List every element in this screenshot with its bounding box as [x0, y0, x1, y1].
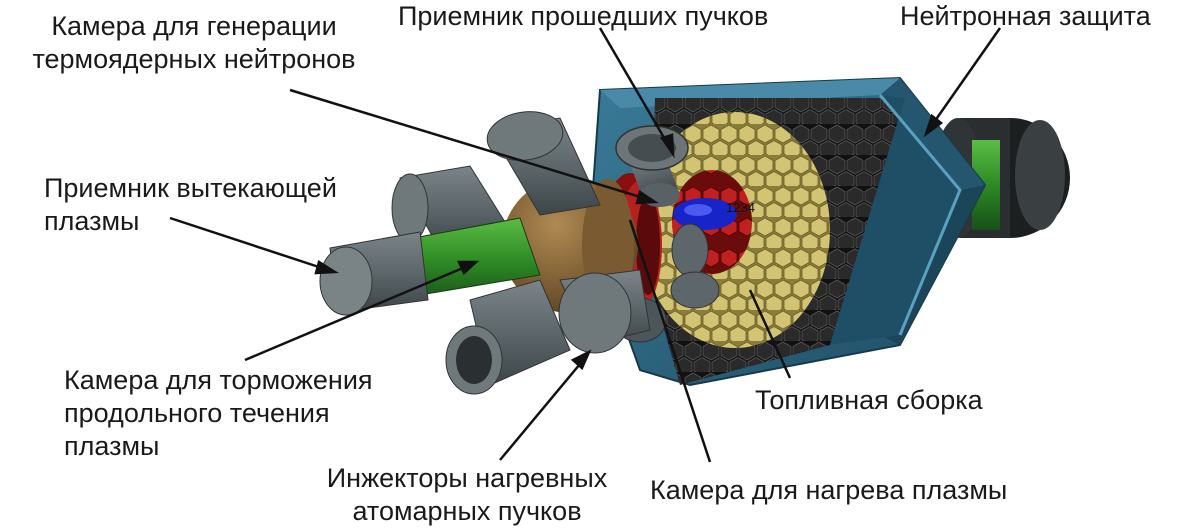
injector-top [486, 111, 601, 216]
plasma-core [673, 198, 737, 230]
label-beam-receiver: Приемник прошедших пучков [398, 1, 769, 31]
shield-inner-wall [830, 95, 960, 345]
label-braking-chamber: Камера для торможения продольного течени… [64, 365, 373, 461]
label-injectors: Инжекторы нагревных атомарных пучков [326, 463, 608, 526]
leader-lines [169, 27, 1002, 463]
injector-lower-left [445, 279, 571, 395]
label-heating-chamber: Камера для нагрева плазмы [650, 475, 1008, 505]
plasma-receiver [319, 231, 429, 316]
label-generation-chamber: Камера для генерации термоядерных нейтро… [32, 11, 356, 74]
label-neutron-shield: Нейтронная защита [900, 1, 1151, 31]
fuel-zone-numbers: 1234 [726, 200, 755, 215]
label-fuel-assembly: Топливная сборка [755, 385, 983, 415]
label-plasma-receiver: Приемник вытекающей плазмы [44, 173, 337, 236]
injector-front [558, 269, 651, 354]
